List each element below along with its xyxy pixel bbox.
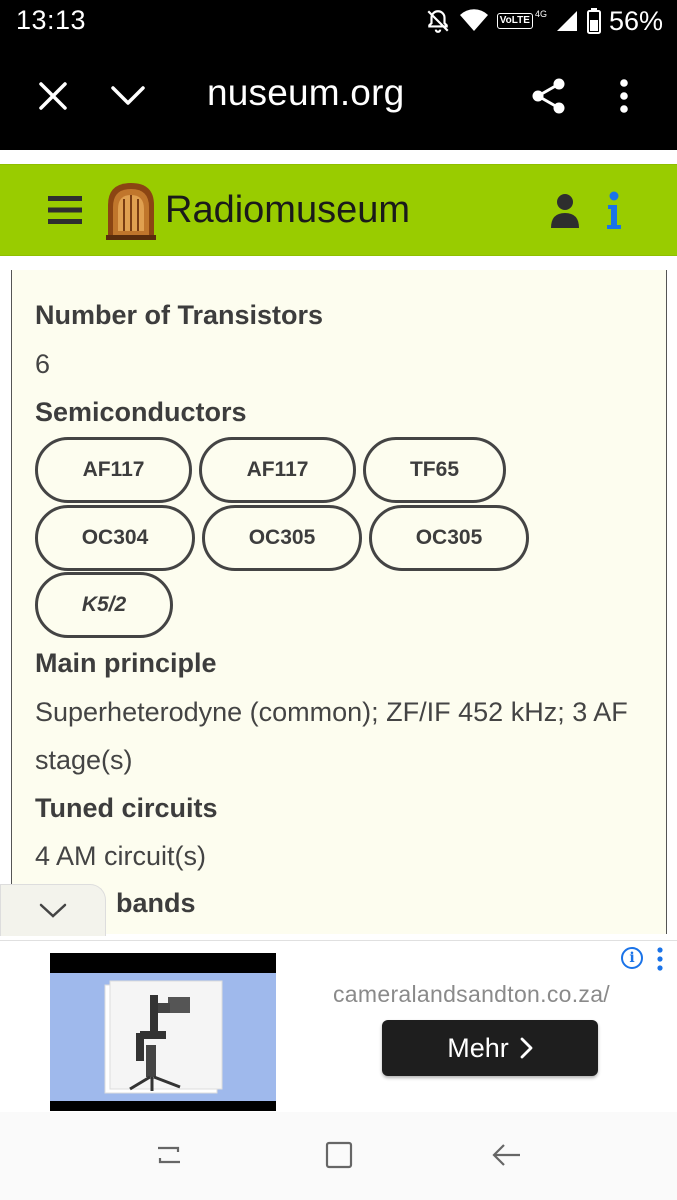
more-vert-icon[interactable] xyxy=(596,68,652,124)
ad-domain[interactable]: cameralandsandton.co.za/ xyxy=(333,981,610,1007)
semiconductor-chip[interactable]: AF117 xyxy=(199,437,356,503)
recent-apps-icon[interactable] xyxy=(152,1138,186,1172)
system-nav-bar xyxy=(0,1112,677,1200)
chevron-down-icon[interactable] xyxy=(100,68,156,124)
semiconductor-chip[interactable]: OC305 xyxy=(369,505,529,571)
collapse-ad-tab[interactable] xyxy=(0,884,106,936)
semiconductors-label: Semiconductors xyxy=(35,397,247,427)
volte-badge: VoLTE xyxy=(496,13,533,29)
ad-banner[interactable]: i cameralandsandton.co.za/ Mehr xyxy=(0,940,677,1112)
back-icon[interactable] xyxy=(490,1138,524,1172)
transistors-value: 6 xyxy=(35,349,51,379)
url-bar[interactable]: nuseum.org xyxy=(207,72,405,113)
site-header: Radiomuseum xyxy=(0,164,677,256)
principle-value: Superheterodyne (common); ZF/IF 452 kHz;… xyxy=(35,697,628,775)
ad-button-label: Mehr xyxy=(447,1032,509,1063)
principle-label: Main principle xyxy=(35,648,217,678)
status-time: 13:13 xyxy=(16,5,87,35)
chevron-down-icon xyxy=(39,903,67,918)
semiconductor-chip[interactable]: TF65 xyxy=(363,437,506,503)
chevron-right-icon xyxy=(520,1037,533,1059)
close-icon[interactable] xyxy=(25,68,81,124)
radio-logo[interactable] xyxy=(104,181,158,241)
info-icon[interactable] xyxy=(603,191,625,231)
camera-gimbal-image xyxy=(104,980,223,1094)
mute-notification-icon xyxy=(427,10,449,33)
bands-label: bands xyxy=(116,888,196,918)
content-card: Number of Transistors 6 Semiconductors A… xyxy=(11,270,667,934)
transistors-label: Number of Transistors xyxy=(35,300,324,330)
semiconductor-chip[interactable]: AF117 xyxy=(35,437,192,503)
menu-icon[interactable] xyxy=(48,195,82,225)
status-bar: 13:13 VoLTE 4G 56% xyxy=(0,0,677,42)
ad-more-icon[interactable] xyxy=(655,946,665,972)
semiconductor-chip[interactable]: K5/2 xyxy=(35,572,173,638)
user-icon[interactable] xyxy=(550,193,580,229)
site-title[interactable]: Radiomuseum xyxy=(165,189,410,231)
home-icon[interactable] xyxy=(322,1138,356,1172)
ad-more-button[interactable]: Mehr xyxy=(382,1020,598,1076)
share-icon[interactable] xyxy=(521,68,577,124)
tuned-value: 4 AM circuit(s) xyxy=(35,841,207,871)
battery-icon xyxy=(586,8,601,34)
battery-percentage: 56% xyxy=(608,5,663,36)
signal-icon xyxy=(556,11,577,31)
ad-image[interactable] xyxy=(50,953,276,1111)
semiconductor-chip[interactable]: OC305 xyxy=(202,505,362,571)
semiconductor-chip[interactable]: OC304 xyxy=(35,505,195,571)
status-icons: VoLTE 4G 56% xyxy=(425,5,663,37)
tuned-label: Tuned circuits xyxy=(35,793,218,823)
ad-info-icon[interactable]: i xyxy=(621,947,643,969)
network-type: 4G xyxy=(534,9,547,19)
wifi-icon xyxy=(459,9,488,31)
browser-toolbar: nuseum.org xyxy=(0,42,677,150)
